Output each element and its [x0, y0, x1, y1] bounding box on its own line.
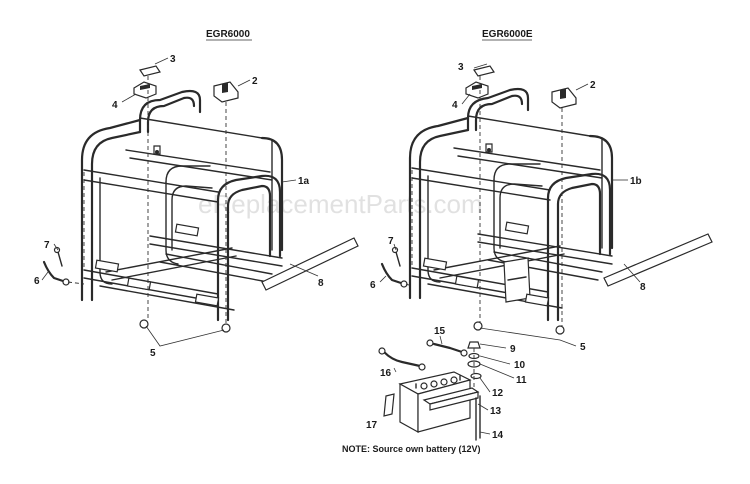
- callout-7: 7: [44, 240, 50, 251]
- callout-8: 8: [318, 278, 324, 289]
- washer-5c: [473, 321, 483, 331]
- callout-2e: 2: [590, 80, 596, 91]
- rubber-strip-8: [261, 237, 359, 291]
- callout-7e: 7: [388, 236, 394, 247]
- callout-15: 15: [434, 326, 446, 337]
- callout-3e: 3: [458, 62, 464, 73]
- callout-6: 6: [34, 276, 40, 287]
- callout-14: 14: [492, 430, 504, 441]
- bracket-parts-egr6000e: [465, 65, 577, 109]
- callout-3: 3: [170, 54, 176, 65]
- callout-5e: 5: [580, 342, 586, 353]
- callout-17: 17: [366, 420, 378, 431]
- rubber-strip-8e: [603, 233, 713, 287]
- callout-6e: 6: [370, 280, 376, 291]
- callout-11: 11: [516, 375, 527, 386]
- callout-1b: 1b: [630, 176, 642, 187]
- egr6000-title: EGR6000: [206, 29, 250, 40]
- callout-9: 9: [510, 344, 516, 355]
- egr6000e-title: EGR6000E: [482, 29, 533, 40]
- callout-13: 13: [490, 406, 502, 417]
- battery-note: NOTE: Source own battery (12V): [342, 444, 481, 454]
- callout-2: 2: [252, 76, 258, 87]
- ground-wire-egr6000e: [380, 246, 413, 288]
- callout-16: 16: [380, 368, 392, 379]
- callout-1a: 1a: [298, 176, 310, 187]
- ground-wire-egr6000: [42, 246, 85, 286]
- hardware-stack: [467, 341, 482, 398]
- frame-1a: [80, 89, 284, 322]
- watermark-text: eReplacementParts.com: [198, 189, 483, 219]
- washer-5d: [555, 325, 565, 335]
- egr6000-assembly: EGR6000: [34, 29, 359, 359]
- battery-strap: [422, 387, 481, 441]
- battery-cables: [378, 339, 468, 371]
- callout-5: 5: [150, 348, 156, 359]
- egr6000e-assembly: EGR6000E: [342, 29, 713, 454]
- callout-12: 12: [492, 388, 504, 399]
- washer-5b: [221, 323, 231, 333]
- battery-label-17: [383, 393, 395, 417]
- callout-4: 4: [112, 100, 118, 111]
- bracket-parts-egr6000: [133, 65, 239, 103]
- callout-8e: 8: [640, 282, 646, 293]
- callout-4e: 4: [452, 100, 458, 111]
- callout-10: 10: [514, 360, 526, 371]
